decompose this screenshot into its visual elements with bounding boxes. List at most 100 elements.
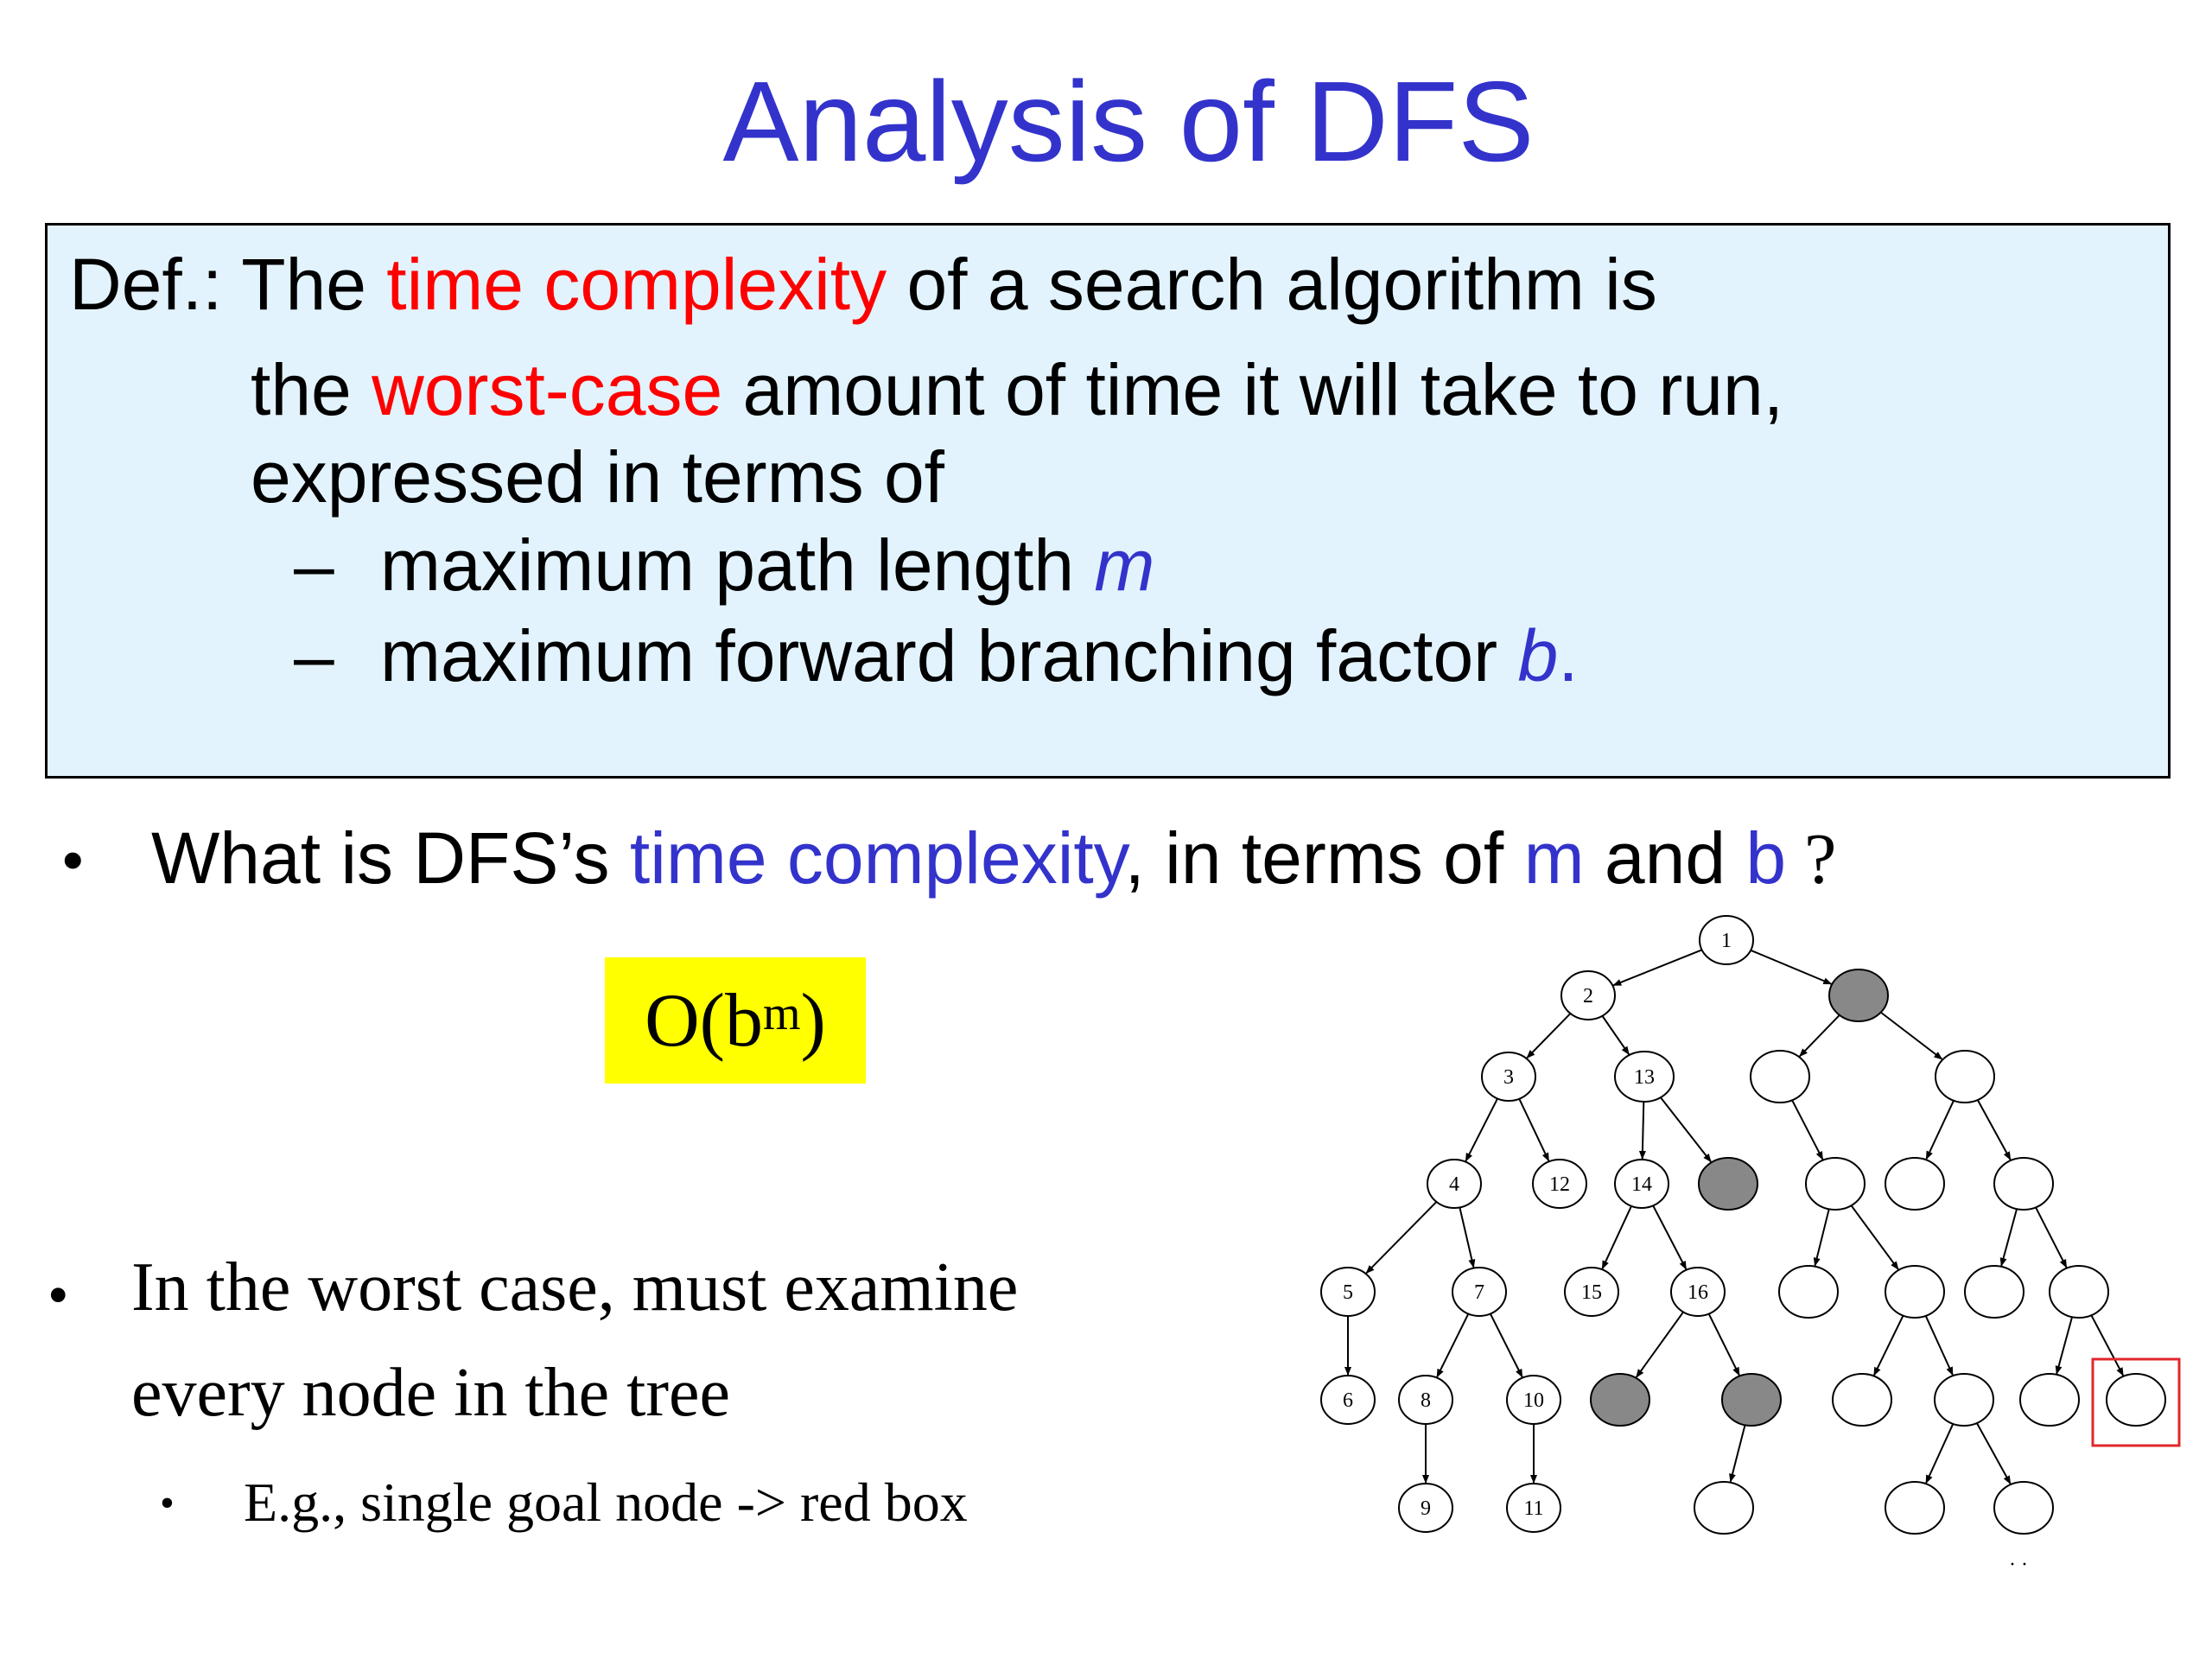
tree-edge: [2055, 1316, 2074, 1375]
tree-node: [2019, 1373, 2080, 1427]
tree-node: [1506, 1375, 1561, 1425]
tree-node-label: 16: [1688, 1281, 1708, 1304]
sub-bullet: •: [160, 1480, 175, 1526]
tree-edge: [1750, 949, 1833, 985]
tree-node-label: 1: [1721, 930, 1732, 952]
tree-node: [1560, 970, 1616, 1020]
tree-edge: [1601, 1205, 1632, 1270]
tree-node-label: 10: [1523, 1389, 1544, 1412]
definition-line-1: Def.: The time complexity of a search al…: [69, 243, 1657, 327]
term-time-complexity: time complexity: [386, 244, 887, 325]
tree-edge: [1925, 1423, 1955, 1484]
tree-edge: [1518, 1098, 1550, 1162]
tree-node-label: 2: [1583, 985, 1593, 1007]
tree-node: [1614, 1159, 1669, 1209]
page-title: Analysis of DFS: [722, 58, 1535, 185]
tree-edge: [1707, 1313, 1740, 1376]
tree-node: [1614, 1051, 1675, 1103]
tree-node-label: 3: [1503, 1066, 1514, 1089]
tree-node: [1885, 1481, 1945, 1535]
tree-edge: [1976, 1099, 2012, 1160]
tree-node: [1832, 1373, 1892, 1427]
question-and: and: [1584, 817, 1746, 899]
tree-ellipsis: · ·: [2009, 1554, 2028, 1576]
tree-node-label: 12: [1549, 1173, 1570, 1196]
var-b: b: [1517, 615, 1559, 696]
tree-edge: [1791, 1099, 1824, 1160]
tree-node-unexplored: [1698, 1157, 1758, 1211]
tree-edge: [2090, 1314, 2125, 1376]
tree-edge: [1652, 1205, 1688, 1270]
tree-node: [1532, 1159, 1587, 1209]
definition-line-3: expressed in terms of: [251, 436, 945, 518]
item-b-text: maximum forward branching factor: [380, 615, 1518, 696]
tree-edge: [1459, 1207, 1476, 1268]
tree-node: [1506, 1483, 1561, 1533]
tree-edge: [1999, 1208, 2018, 1267]
answer-base: O(b: [645, 978, 763, 1063]
definition-lead: Def.: The: [69, 244, 387, 325]
tree-node-label: 11: [1523, 1497, 1543, 1520]
tree-node: [1935, 1050, 1995, 1103]
tree-edge: [1660, 1096, 1712, 1163]
question-p3: , in terms of: [1124, 817, 1524, 899]
tree-node-label: 14: [1631, 1173, 1652, 1196]
tree-edge: [1799, 1014, 1840, 1058]
tree-edge: [1880, 1011, 1943, 1060]
tree-node: [1320, 1375, 1376, 1425]
tree-node: [1699, 915, 1754, 965]
tree-node: [1694, 1481, 1754, 1535]
tree-edge: [1925, 1100, 1955, 1160]
item-m-text: maximum path length: [380, 524, 1095, 606]
worst-case-bullet: •: [48, 1262, 69, 1329]
item-b-period: .: [1558, 615, 1579, 696]
definition-box: Def.: The time complexity of a search al…: [45, 223, 2171, 779]
sub-bullet-text: E.g., single goal node -> red box: [244, 1471, 968, 1533]
tree-edge: [1872, 1315, 1904, 1376]
question-p1: What is DFS’s: [151, 817, 630, 899]
definition-rest: of a search algorithm is: [887, 244, 1657, 325]
tree-node-label: 13: [1634, 1066, 1655, 1089]
tree-node: [1993, 1157, 2054, 1211]
tree-edge: [1526, 1013, 1572, 1059]
answer-exponent: m: [762, 987, 801, 1040]
definition-line-2-rest: amount of time it will take to run,: [722, 349, 1784, 430]
definition-line-2-lead: the: [251, 349, 372, 430]
dash-1: –: [294, 524, 334, 606]
definition-line-2: the worst-case amount of time it will ta…: [251, 348, 1783, 432]
definition-item-b: maximum forward branching factor b.: [380, 614, 1579, 698]
tree-node: [1564, 1267, 1619, 1317]
tree-node: [2049, 1265, 2109, 1319]
tree-node-label: 6: [1343, 1389, 1353, 1412]
tree-edge: [1601, 1015, 1630, 1056]
tree-node: [1778, 1265, 1839, 1319]
tree-edge: [1813, 1209, 1830, 1267]
tree-edge: [1850, 1205, 1899, 1270]
question-mark: ?: [1786, 819, 1837, 899]
question-time-complexity: time complexity: [629, 817, 1125, 899]
tree-node: [1750, 1050, 1810, 1103]
tree-node: [1934, 1373, 1994, 1427]
worst-case-line-2: every node in the tree: [131, 1355, 731, 1431]
question-m: m: [1523, 817, 1585, 899]
tree-node: [1320, 1267, 1376, 1317]
question-b: b: [1745, 817, 1787, 899]
tree-node-label: 7: [1474, 1281, 1484, 1304]
question-bullet: •: [62, 826, 84, 893]
tree-node-label: 9: [1421, 1497, 1431, 1520]
goal-red-box: [2091, 1357, 2181, 1447]
tree-node-unexplored: [1590, 1373, 1650, 1427]
tree-node: [1964, 1265, 2024, 1319]
tree-node: [1885, 1157, 1945, 1211]
tree-node: [1398, 1375, 1453, 1425]
tree-edges: [1344, 949, 2125, 1485]
tree-edge: [1436, 1313, 1470, 1378]
tree-edge: [1612, 949, 1703, 987]
tree-edge: [1924, 1315, 1954, 1376]
tree-node: [1398, 1483, 1453, 1533]
tree-node-unexplored: [1721, 1373, 1782, 1427]
tree-node-unexplored: [1828, 969, 1889, 1022]
definition-item-m: maximum path length m: [380, 524, 1154, 607]
